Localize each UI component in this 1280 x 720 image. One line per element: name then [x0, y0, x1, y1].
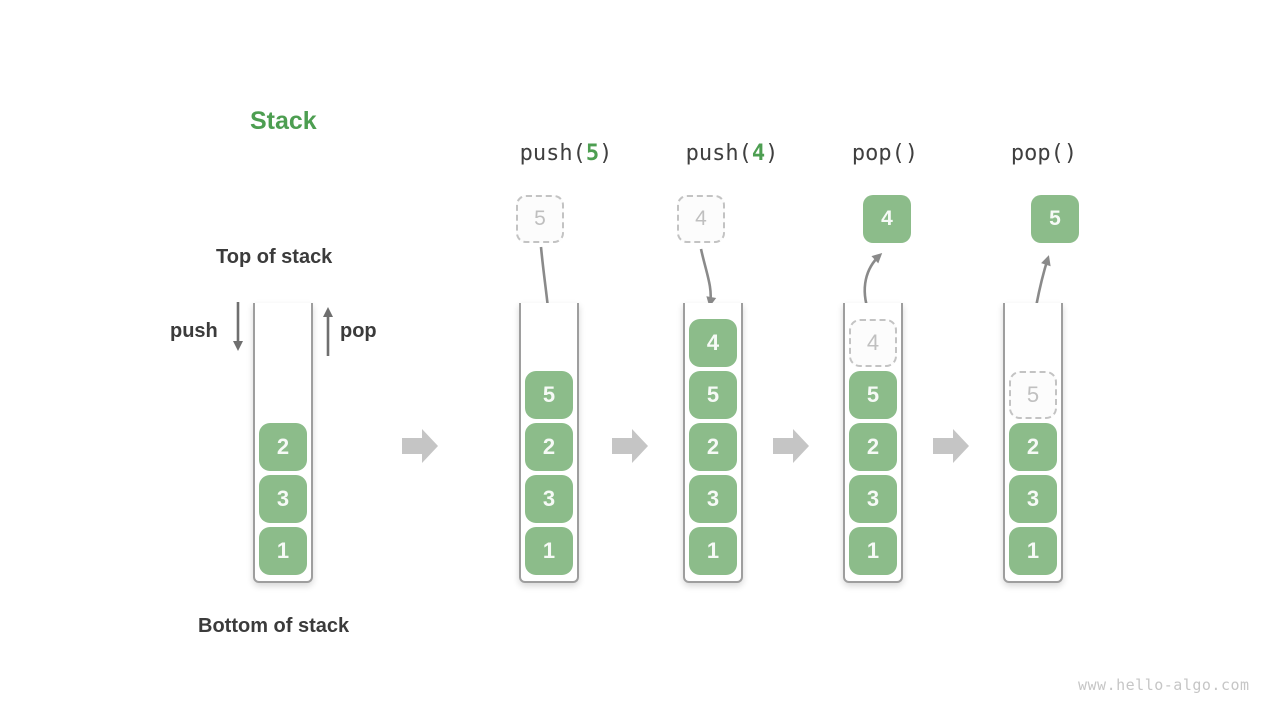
stack-block: 3	[259, 475, 307, 523]
transition-arrow	[612, 429, 648, 463]
stack-block: 3	[849, 475, 897, 523]
stack-block: 1	[849, 527, 897, 575]
stack-block: 2	[689, 423, 737, 471]
ghost-block: 5	[1009, 371, 1057, 419]
stack-container-after-push-5: 5 2 3 1	[519, 303, 579, 583]
operation-label-push-5: push(5)	[519, 141, 613, 166]
popped-value-box: 4	[863, 195, 911, 243]
operation-arg: 4	[751, 141, 766, 166]
incoming-value-box: 5	[516, 195, 564, 243]
stack-block: 2	[259, 423, 307, 471]
transition-arrow	[402, 429, 438, 463]
stack-block: 1	[1009, 527, 1057, 575]
stack-block: 2	[849, 423, 897, 471]
operation-label-pop-1: pop()	[851, 141, 919, 166]
stack-container-after-pop-2: 5 2 3 1	[1003, 303, 1063, 583]
pop-label: pop	[340, 320, 377, 342]
bottom-of-stack-label: Bottom of stack	[198, 615, 350, 637]
stack-block: 3	[689, 475, 737, 523]
stack-block: 5	[689, 371, 737, 419]
transition-arrow	[773, 429, 809, 463]
incoming-value-box: 4	[677, 195, 725, 243]
operation-label-push-4: push(4)	[685, 141, 779, 166]
stack-block: 2	[1009, 423, 1057, 471]
operation-arg: 5	[585, 141, 600, 166]
popped-value-box: 5	[1031, 195, 1079, 243]
stack-block: 1	[525, 527, 573, 575]
stack-container-after-pop-1: 4 5 2 3 1	[843, 303, 903, 583]
stack-block: 3	[525, 475, 573, 523]
stack-block: 1	[259, 527, 307, 575]
stack-block: 4	[689, 319, 737, 367]
transition-arrow	[933, 429, 969, 463]
top-of-stack-label: Top of stack	[216, 246, 333, 268]
stack-block: 5	[849, 371, 897, 419]
stack-block: 5	[525, 371, 573, 419]
operation-label-pop-2: pop()	[1010, 141, 1078, 166]
stack-container-initial: 2 3 1	[253, 303, 313, 583]
stack-container-after-push-4: 4 5 2 3 1	[683, 303, 743, 583]
diagram-title: Stack	[250, 107, 317, 135]
ghost-block: 4	[849, 319, 897, 367]
stack-block: 2	[525, 423, 573, 471]
push-4-flow-arrow	[699, 248, 717, 307]
stack-block: 3	[1009, 475, 1057, 523]
stack-block: 1	[689, 527, 737, 575]
push-label: push	[170, 320, 218, 342]
watermark: www.hello-algo.com	[1078, 676, 1250, 694]
